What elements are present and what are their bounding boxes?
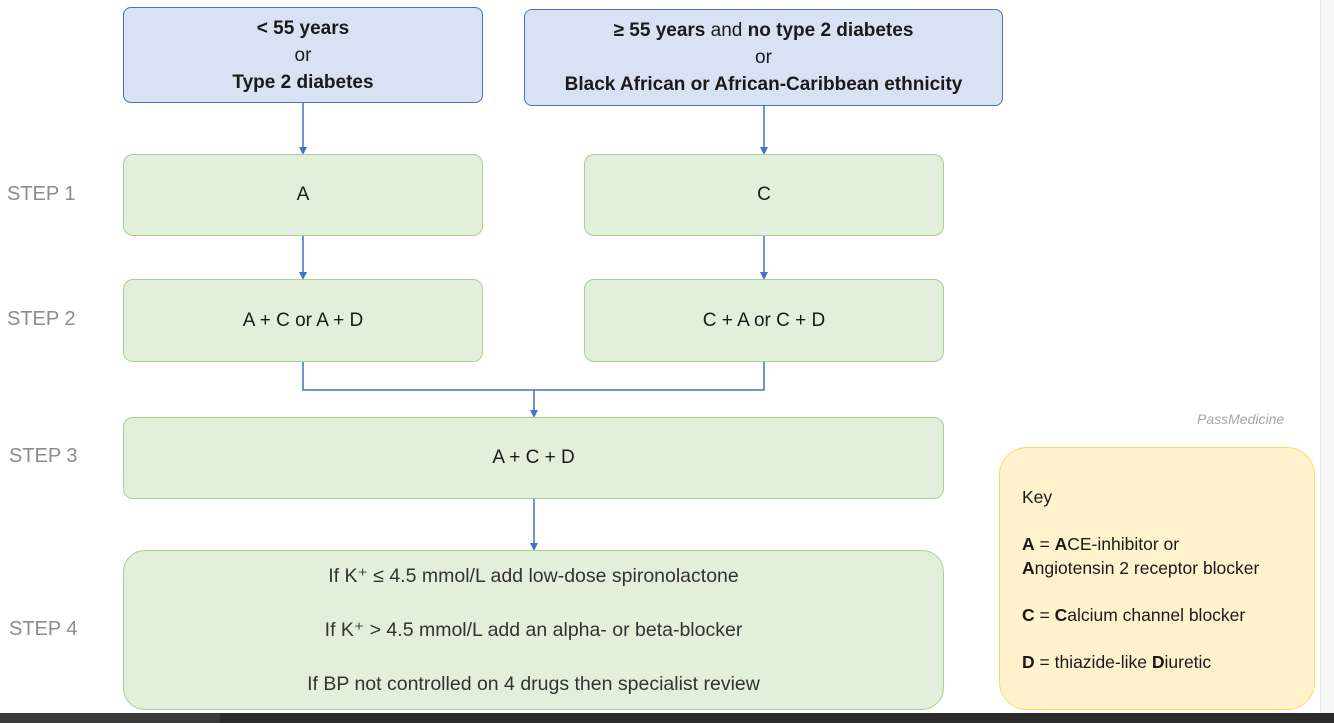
step4-line2: If K⁺ > 4.5 mmol/L add an alpha- or beta… [324,618,743,641]
header-right-no-diabetes: no type 2 diabetes [747,20,914,41]
merge-connector [302,362,765,391]
step1-left-box: A [123,154,483,236]
key-c-eq: = [1034,605,1055,625]
key-d-line: D = thiazide-like Diuretic [1022,650,1314,674]
key-a-rest2: ngiotensin 2 receptor blocker [1034,558,1260,578]
step4-box: If K⁺ ≤ 4.5 mmol/L add low-dose spironol… [123,550,944,710]
step2-left-box: A + C or A + D [123,279,483,362]
step-1-label: STEP 1 [7,183,76,205]
step4-line3: If BP not controlled on 4 drugs then spe… [307,672,760,695]
header-over-55-box: ≥ 55 years and no type 2 diabetes or Bla… [524,9,1003,106]
passmedicine-watermark: PassMedicine [1197,411,1285,427]
header-right-age: ≥ 55 years [613,20,706,41]
step3-text: A + C + D [492,447,575,468]
key-a-bold1: A [1054,534,1068,554]
header-right-line2: or [755,47,772,68]
step-3-label: STEP 3 [9,445,78,467]
step1-left-text: A [296,184,310,205]
key-a-bold2: A [1022,558,1035,578]
right-edge-strip [1320,0,1334,723]
header-right-line3: Black African or African-Caribbean ethni… [564,74,963,95]
step-4-label: STEP 4 [9,618,78,640]
key-d-rest: iuretic [1164,652,1212,672]
header-right-line1: ≥ 55 years and no type 2 diabetes [614,17,914,44]
key-legend-box: Key A = ACE-inhibitor or Angiotensin 2 r… [999,447,1315,710]
step2-right-box: C + A or C + D [584,279,944,362]
step4-line1: If K⁺ ≤ 4.5 mmol/L add low-dose spironol… [328,564,739,587]
header-under-55-box: < 55 years or Type 2 diabetes [123,7,483,103]
step-2-label: STEP 2 [7,308,76,330]
step1-right-box: C [584,154,944,236]
bottom-edge-bar-left [0,713,220,723]
bottom-edge-bar [0,713,1334,723]
key-a-line1: A = ACE-inhibitor or [1022,532,1314,556]
key-d-bold: D [1151,652,1165,672]
header-right-and: and [705,20,748,41]
key-d-letter: D [1022,652,1035,672]
step3-box: A + C + D [123,417,944,499]
key-d-eq: = thiazide-like [1034,652,1152,672]
key-a-letter: A [1022,534,1035,554]
step2-right-text: C + A or C + D [702,309,826,331]
header-left-line2: or [294,44,312,66]
key-a-eq: = [1034,534,1055,554]
key-c-rest: alcium channel blocker [1067,605,1246,625]
step2-left-text: A + C or A + D [242,309,364,331]
key-title: Key [1022,487,1053,507]
key-a-rest1: CE-inhibitor or [1067,534,1180,554]
key-c-letter: C [1022,605,1035,625]
key-a-line2: Angiotensin 2 receptor blocker [1022,556,1314,580]
step1-right-text: C [757,184,771,205]
header-left-line1: < 55 years [256,17,350,39]
key-c-bold: C [1054,605,1068,625]
key-c-line: C = Calcium channel blocker [1022,603,1314,627]
header-left-line3: Type 2 diabetes [232,71,374,93]
